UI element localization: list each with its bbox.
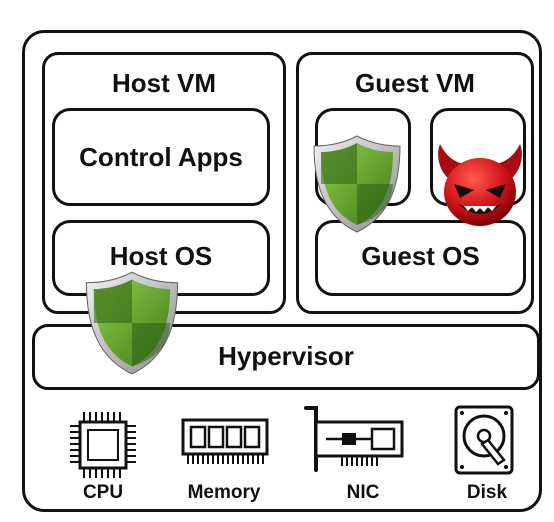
memory-label: Memory [187, 482, 261, 503]
host-vm-title: Host VM [112, 68, 216, 98]
guest-os-label: Guest OS [361, 241, 480, 271]
cpu-label: CPU [82, 482, 124, 503]
control-apps-box [52, 108, 270, 206]
nic-label: NIC [346, 482, 380, 503]
host-os-label: Host OS [109, 241, 213, 271]
memory-module-icon [181, 418, 269, 464]
cpu-chip-icon [70, 412, 136, 478]
shield-icon [313, 135, 401, 233]
guest-vm-title: Guest VM [355, 68, 475, 98]
guest-os-box [315, 220, 526, 296]
network-card-icon [304, 406, 404, 472]
hard-disk-icon [454, 405, 514, 475]
disk-label: Disk [466, 482, 508, 503]
control-apps-label: Control Apps [79, 142, 243, 172]
shield-icon [85, 271, 179, 375]
hypervisor-label: Hypervisor [218, 341, 354, 371]
devil-icon [438, 144, 522, 226]
